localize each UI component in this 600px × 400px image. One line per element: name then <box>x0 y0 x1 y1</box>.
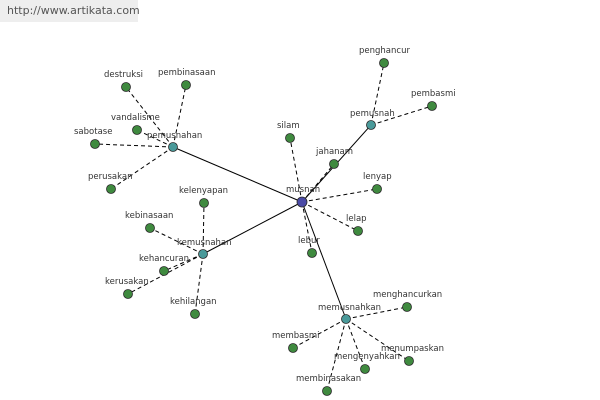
leaf-label-kelenyapan: kelenyapan <box>179 186 228 196</box>
edge-pemusnahan-sabotase <box>94 143 174 148</box>
edge-memusnahkan-menghancurkan <box>345 306 408 320</box>
edge-memusnahkan-membinasakan <box>326 318 347 392</box>
leaf-node-menumpaskan[interactable] <box>404 356 414 366</box>
leaf-label-membinasakan: membinasakan <box>296 374 361 384</box>
edge-kemusnahan-kehancuran <box>163 253 204 272</box>
edges-layer <box>94 62 433 392</box>
nodes-layer <box>90 58 437 396</box>
hub-node-memusnahkan[interactable] <box>341 314 351 324</box>
leaf-node-jahanam[interactable] <box>329 159 339 169</box>
edge-musnah-silam <box>289 137 303 203</box>
edge-memusnahkan-membasmi <box>292 318 347 349</box>
edge-musnah-lenyap <box>301 188 378 203</box>
edge-pemusnahan-perusakan <box>110 146 174 190</box>
leaf-node-membasmi[interactable] <box>288 343 298 353</box>
hub-label-pemusnah: pemusnah <box>350 109 395 119</box>
leaf-label-kebinasaan: kebinasaan <box>125 211 173 221</box>
leaf-label-perusakan: perusakan <box>88 172 133 182</box>
edge-kemusnahan-kelenyapan <box>202 202 205 255</box>
edge-musnah-pemusnahan <box>172 146 303 203</box>
leaf-node-lelap[interactable] <box>353 226 363 236</box>
leaf-label-lenyap: lenyap <box>363 172 392 182</box>
leaf-label-jahanam: jahanam <box>315 147 353 157</box>
edge-musnah-memusnahkan <box>301 201 347 320</box>
edge-musnah-lebur <box>301 201 313 254</box>
leaf-node-mengenyahkan[interactable] <box>360 364 370 374</box>
leaf-node-destruksi[interactable] <box>121 82 131 92</box>
hub-node-pemusnah[interactable] <box>366 120 376 130</box>
leaf-node-perusakan[interactable] <box>106 184 116 194</box>
edge-musnah-jahanam <box>301 163 335 203</box>
leaf-label-sabotase: sabotase <box>74 127 112 137</box>
leaf-node-menghancurkan[interactable] <box>402 302 412 312</box>
leaf-node-vandalisme[interactable] <box>132 125 142 135</box>
edge-kemusnahan-kehilangan <box>194 253 204 315</box>
leaf-node-silam[interactable] <box>285 133 295 143</box>
leaf-label-lebur: lebur <box>298 236 320 246</box>
leaf-node-kebinasaan[interactable] <box>145 223 155 233</box>
edge-pemusnahan-pembinasaan <box>172 84 187 148</box>
leaf-node-penghancur[interactable] <box>379 58 389 68</box>
leaf-node-kehilangan[interactable] <box>190 309 200 319</box>
leaf-label-penghancur: penghancur <box>359 46 410 56</box>
hub-label-memusnahkan: memusnahkan <box>318 303 381 313</box>
center-node-musnah[interactable] <box>296 196 308 208</box>
edge-memusnahkan-mengenyahkan <box>345 318 366 370</box>
leaf-node-sabotase[interactable] <box>90 139 100 149</box>
leaf-label-membasmi: membasmi <box>272 331 319 341</box>
leaf-label-vandalisme: vandalisme <box>111 113 160 123</box>
leaf-label-kerusakan: kerusakan <box>105 277 149 287</box>
edge-pemusnah-pembasmi <box>370 105 433 126</box>
leaf-label-pembinasaan: pembinasaan <box>158 68 216 78</box>
leaf-node-lebur[interactable] <box>307 248 317 258</box>
hub-label-kemusnahan: kemusnahan <box>177 238 232 248</box>
edge-pemusnah-penghancur <box>370 62 385 126</box>
leaf-label-destruksi: destruksi <box>104 70 143 80</box>
leaf-label-pembasmi: pembasmi <box>411 89 456 99</box>
leaf-node-membinasakan[interactable] <box>322 386 332 396</box>
watermark-url: http://www.artikata.com <box>0 0 140 22</box>
center-label-musnah: musnah <box>286 185 320 195</box>
leaf-label-menghancurkan: menghancurkan <box>373 290 442 300</box>
leaf-node-pembinasaan[interactable] <box>181 80 191 90</box>
leaf-label-kehancuran: kehancuran <box>139 254 189 264</box>
edge-musnah-lelap <box>301 201 359 232</box>
leaf-node-lenyap[interactable] <box>372 184 382 194</box>
leaf-label-lelap: lelap <box>346 214 367 224</box>
leaf-label-silam: silam <box>277 121 300 131</box>
edge-kemusnahan-kebinasaan <box>149 227 204 255</box>
edge-pemusnahan-destruksi <box>125 86 174 148</box>
leaf-node-kerusakan[interactable] <box>123 289 133 299</box>
hub-node-pemusnahan[interactable] <box>168 142 178 152</box>
leaf-node-kelenyapan[interactable] <box>199 198 209 208</box>
edge-memusnahkan-menumpaskan <box>345 318 410 362</box>
edge-musnah-kemusnahan <box>202 201 303 255</box>
hub-label-pemusnahan: pemusnahan <box>147 131 202 141</box>
leaf-node-kehancuran[interactable] <box>159 266 169 276</box>
labels-layer: destruksi pembinasaan vandalisme sabotase pe… <box>74 46 456 384</box>
leaf-label-menumpaskan: menumpaskan <box>381 344 444 354</box>
leaf-node-pembasmi[interactable] <box>427 101 437 111</box>
leaf-label-mengenyahkan: mengenyahkan <box>334 352 400 362</box>
leaf-label-kehilangan: kehilangan <box>170 297 217 307</box>
hub-node-kemusnahan[interactable] <box>198 249 208 259</box>
